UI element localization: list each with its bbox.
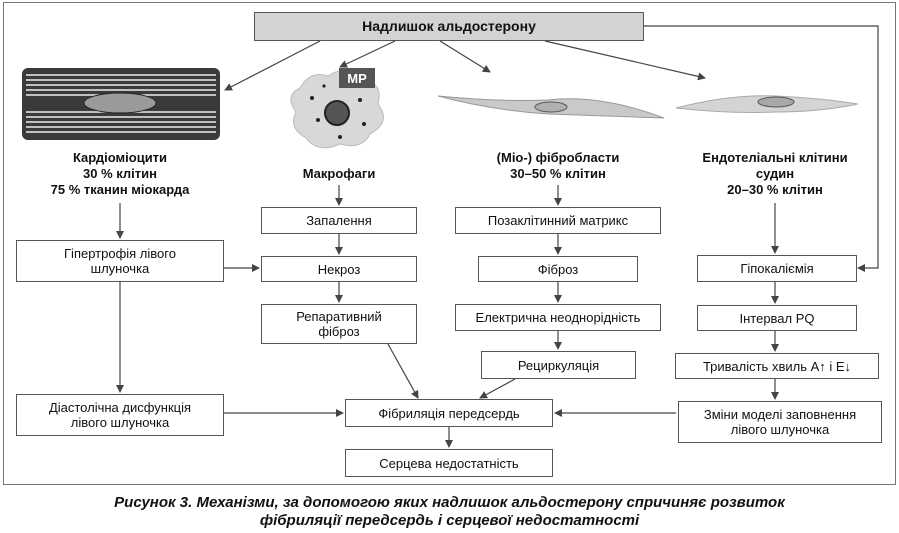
extracellular-matrix-box-text: Позаклітинний матрикс (488, 213, 628, 228)
text-line: 30–50 % клітин (510, 166, 606, 181)
text-line: 75 % тканин міокарда (50, 182, 190, 197)
text-line: шлуночка (90, 261, 150, 276)
text-line: Фіброз (537, 261, 579, 277)
extracellular-matrix-box: Позаклітинний матрикс (455, 207, 661, 234)
fibrosis-box: Фіброз (478, 256, 638, 282)
text-line: 30 % клітин (83, 166, 157, 181)
figure-caption: Рисунок 3. Механізми, за допомогою яких … (0, 494, 899, 530)
caption-line-1: Рисунок 3. Механізми, за допомогою яких … (114, 494, 785, 511)
text-line: Позаклітинний матрикс (487, 213, 629, 228)
text-line: Надлишок альдостерону (362, 18, 536, 34)
text-line: Некроз (317, 261, 361, 277)
diagram-frame (3, 2, 896, 485)
text-line: Запалення (306, 213, 372, 228)
atrial-fibrillation-box-text: Фібриляція передсердь (378, 406, 519, 421)
pq-interval-box: Інтервал PQ (697, 305, 857, 331)
text-line: Діастолічна дисфункція (48, 400, 192, 415)
text-line: Зміни моделі заповнення (703, 407, 857, 422)
fibroblast-illustration (437, 95, 665, 119)
inflammation-box-text: Запалення (306, 213, 372, 228)
text-line: 20–30 % клітин (727, 182, 823, 197)
arrow-top-to-hypokalemia (644, 25, 879, 272)
atrial-fibrillation-box: Фібриляція передсердь (345, 399, 553, 427)
text-line: фіброз (318, 324, 360, 339)
text-line: Гіпертрофія лівого (64, 246, 176, 261)
inflammation-box: Запалення (261, 207, 417, 234)
macrophages-label-text: Макрофаги (276, 166, 402, 182)
pq-interval-box-text: Інтервал PQ (739, 311, 814, 326)
fibrosis-box-text: Фіброз (538, 262, 579, 277)
arrow-top-to-cardio (224, 40, 321, 91)
arrow-reparative-to-af (387, 343, 419, 399)
reentry-box: Рециркуляція (481, 351, 636, 379)
endothelial-illustration (675, 95, 859, 113)
electrical-heterogeneity-box: Електрична неоднорідність (455, 304, 661, 331)
macrophages-label: Макрофаги (276, 166, 402, 182)
wave-duration-box-text: Тривалість хвиль A↑ і E↓ (703, 359, 851, 374)
hypokalemia-box-text: Гіпокаліємія (740, 261, 813, 276)
text-line: (Міо-) фібробласти (496, 150, 620, 165)
arrow-reentry-to-af (479, 378, 516, 399)
aldosterone-excess-box: Надлишок альдостерону (254, 12, 644, 41)
heart-failure-box-text: Серцева недостатність (379, 456, 518, 471)
text-line: Макрофаги (302, 166, 376, 181)
text-line: Гіпокаліємія (740, 261, 814, 276)
text-line: Серцева недостатність (379, 455, 519, 471)
text-line: судин (755, 166, 795, 181)
text-line: Рециркуляція (517, 357, 600, 373)
arrow-top-to-endo (544, 40, 706, 81)
arrow-top-to-macro (339, 40, 396, 68)
text-line: Фібриляція передсердь (378, 405, 520, 421)
aldosterone-excess-box-text: Надлишок альдостерону (362, 19, 536, 34)
text-line: лівого шлуночка (730, 422, 830, 437)
text-line: Інтервал PQ (739, 310, 815, 326)
mp-tag: МР (339, 68, 375, 88)
text-line: Електрична неоднорідність (475, 310, 641, 325)
text-line: лівого шлуночка (70, 415, 170, 430)
text-line: Репаративний (296, 309, 382, 324)
arrow-top-to-fibro (439, 40, 491, 73)
hypokalemia-box: Гіпокаліємія (697, 255, 857, 282)
text-line: Тривалість хвиль A↑ і E↓ (702, 358, 852, 374)
necrosis-box: Некроз (261, 256, 417, 282)
text-line: Кардіоміоцити (72, 150, 168, 165)
cardiomyocyte-illustration (22, 68, 220, 140)
reentry-box-text: Рециркуляція (518, 358, 599, 373)
electrical-heterogeneity-box-text: Електрична неоднорідність (476, 310, 641, 325)
text-line: Ендотеліальні клітини (702, 150, 848, 165)
wave-duration-box: Тривалість хвиль A↑ і E↓ (675, 353, 879, 379)
necrosis-box-text: Некроз (318, 262, 361, 277)
heart-failure-box: Серцева недостатність (345, 449, 553, 477)
caption-line-2: фібриляції передсердь і серцевої недоста… (259, 512, 640, 529)
macrophage-illustration (290, 70, 384, 149)
